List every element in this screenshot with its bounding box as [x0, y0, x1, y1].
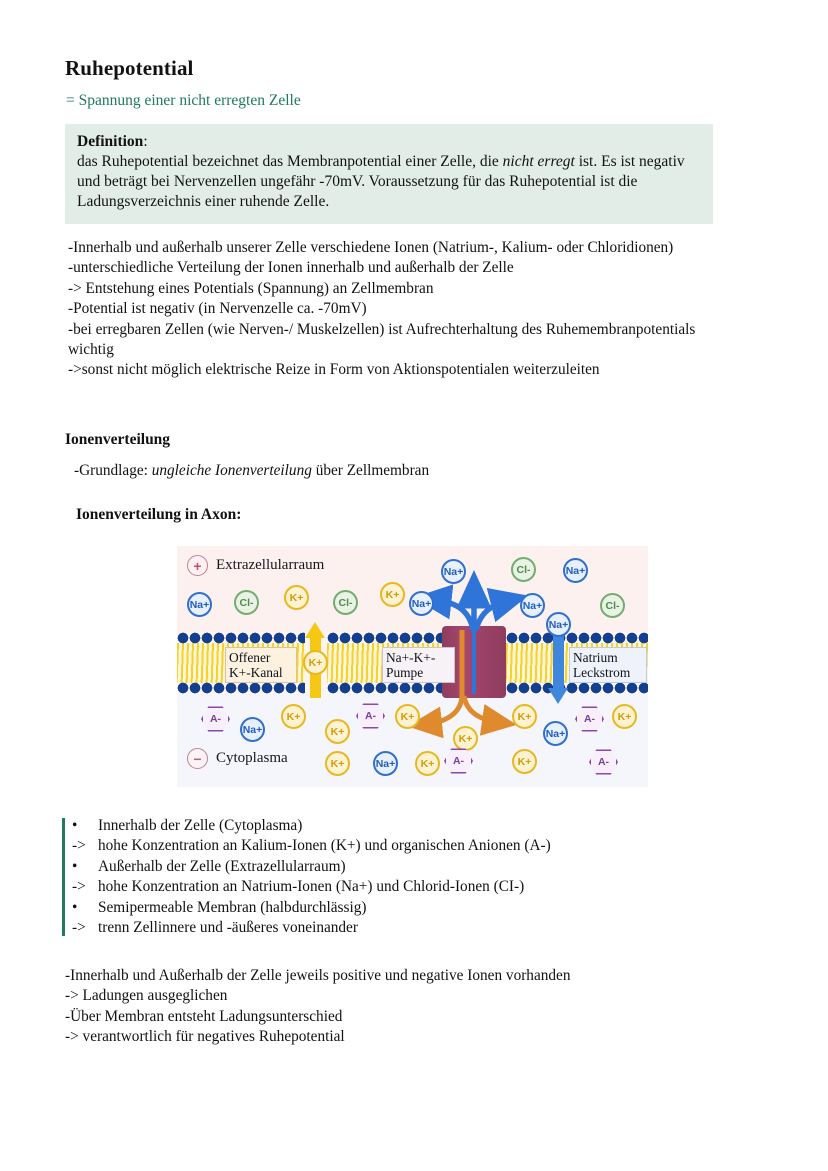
- list-item: -> hohe Konzentration an Natrium-Ionen (N…: [72, 877, 732, 897]
- organic-anion-chip: A-: [356, 703, 385, 729]
- extracellular-label: Extrazellularraum: [216, 557, 325, 573]
- potassium-ion-chip: K+: [380, 582, 405, 607]
- lipid-heads-top: [506, 632, 648, 644]
- potassium-channel-arrow: K+: [303, 622, 328, 698]
- label-open-potassium-channel: Offener K+-Kanal: [225, 647, 297, 684]
- list-item-text: Semipermeable Membran (halbdurchlässig): [98, 898, 367, 916]
- definition-box: Definition: das Ruhepotential bezeichnet…: [65, 124, 713, 225]
- potassium-ion-chip: K+: [612, 704, 637, 729]
- list-marker: •: [72, 857, 78, 875]
- potassium-ion-chip: K+: [284, 585, 309, 610]
- potassium-ion-chip: K+: [453, 726, 478, 751]
- sodium-ion-chip: Na+: [409, 591, 434, 616]
- potassium-ion-chip: K+: [325, 751, 350, 776]
- minus-charge-icon: −: [187, 748, 208, 769]
- sodium-ion-chip: Na+: [373, 751, 398, 776]
- ion-distribution-diagram: K+ Na+ Offener K+-Kanal Na+-K+- Pumpe Na…: [177, 546, 648, 787]
- lipid-heads-bottom: [327, 682, 447, 694]
- note-line: -Über Membran entsteht Ladungsunterschie…: [65, 1007, 343, 1025]
- note-line: -> Ladungen ausgeglichen: [65, 987, 228, 1005]
- plus-charge-icon: +: [187, 555, 208, 576]
- arrow-shaft: [553, 628, 564, 688]
- note-line: -Innerhalb und Außerhalb der Zelle jewei…: [65, 967, 571, 984]
- potassium-ion-chip: K+: [512, 704, 537, 729]
- list-item: • Außerhalb der Zelle (Extrazellularraum): [72, 857, 732, 877]
- list-item-text: trenn Zellinnere und -äußeres voneinande…: [98, 919, 358, 937]
- label-sodium-leak-current: Natrium Leckstrom: [569, 647, 647, 684]
- note-line: -bei erregbaren Zellen (wie Nerven-/ Mus…: [68, 320, 696, 359]
- list-item: -> trenn Zellinnere und -äußeres voneinan…: [72, 918, 732, 938]
- potassium-ion-chip: K+: [303, 650, 328, 675]
- list-item-text: hohe Konzentration an Kalium-Ionen (K+) …: [98, 837, 551, 855]
- list-item-text: Außerhalb der Zelle (Extrazellularraum): [98, 857, 346, 875]
- note-line: -> Entstehung eines Potentials (Spannung…: [68, 279, 434, 297]
- lipid-heads-top: [327, 632, 447, 644]
- note-line: -> verantwortlich für negatives Ruhepote…: [65, 1028, 345, 1046]
- main-notes-paragraph: -Innerhalb und außerhalb unserer Zelle v…: [68, 238, 728, 381]
- grundlage-line: -Grundlage: ungleiche Ionenverteilung üb…: [74, 462, 430, 479]
- sodium-ion-chip: Na+: [187, 592, 212, 617]
- note-line: -unterschiedliche Verteilung der Ionen i…: [68, 259, 514, 277]
- note-line: -Innerhalb und außerhalb unserer Zelle v…: [68, 239, 674, 256]
- list-item-text: hohe Konzentration an Natrium-Ionen (Na+…: [98, 878, 525, 896]
- note-line: ->sonst nicht möglich elektrische Reize …: [68, 361, 600, 379]
- chloride-ion-chip: Cl-: [600, 593, 625, 618]
- list-marker: •: [72, 898, 78, 916]
- page-title: Ruhepotential: [65, 56, 194, 80]
- lipid-heads-top: [177, 632, 305, 644]
- page-subtitle: = Spannung einer nicht erregten Zelle: [66, 92, 301, 109]
- potassium-ion-chip: K+: [512, 749, 537, 774]
- list-marker: •: [72, 817, 78, 834]
- potassium-ion-chip: K+: [415, 751, 440, 776]
- potassium-ion-chip: K+: [325, 719, 350, 744]
- lipid-heads-bottom: [506, 682, 648, 694]
- sodium-ion-chip: Na+: [240, 717, 265, 742]
- list-item: • Semipermeable Membran (halbdurchlässig): [72, 898, 732, 918]
- potassium-ion-chip: K+: [395, 704, 420, 729]
- sodium-ion-chip: Na+: [441, 559, 466, 584]
- final-notes-paragraph: -Innerhalb und Außerhalb der Zelle jewei…: [65, 966, 725, 1048]
- chloride-ion-chip: Cl-: [511, 557, 536, 582]
- sodium-leak-arrow: Na+: [546, 612, 571, 704]
- list-item: -> hohe Konzentration an Kalium-Ionen (K+…: [72, 836, 732, 856]
- chloride-ion-chip: Cl-: [234, 590, 259, 615]
- extracellular-badge-row: + Extrazellularraum: [187, 555, 324, 576]
- definition-emphasis: nicht erregt: [502, 153, 575, 170]
- potassium-ion-chip: K+: [281, 704, 306, 729]
- chloride-ion-chip: Cl-: [333, 590, 358, 615]
- definition-heading: Definition:: [77, 133, 148, 150]
- arrow-head-down: [548, 688, 568, 704]
- list-item: • Innerhalb der Zelle (Cytoplasma): [72, 816, 732, 836]
- sodium-ion-chip: Na+: [543, 721, 568, 746]
- cytoplasm-badge-row: − Cytoplasma: [187, 748, 288, 769]
- cytoplasm-label: Cytoplasma: [216, 750, 288, 766]
- list-marker: ->: [72, 878, 86, 896]
- sodium-ion-chip: Na+: [520, 593, 545, 618]
- organic-anion-chip: A-: [444, 748, 473, 774]
- list-item-text: Innerhalb der Zelle (Cytoplasma): [98, 817, 303, 834]
- label-sodium-potassium-pump: Na+-K+- Pumpe: [382, 647, 455, 684]
- lipid-heads-bottom: [177, 682, 305, 694]
- grundlage-emphasis: ungleiche Ionenverteilung: [151, 462, 312, 479]
- sodium-ion-chip: Na+: [546, 612, 571, 637]
- section-heading-ionenverteilung: Ionenverteilung: [65, 431, 171, 448]
- list-marker: ->: [72, 919, 86, 937]
- sodium-ion-chip: Na+: [563, 558, 588, 583]
- definition-text: das Ruhepotential bezeichnet das Membran…: [77, 153, 685, 211]
- note-line: -Potential ist negativ (in Nervenzelle c…: [68, 300, 367, 318]
- bullet-list: • Innerhalb der Zelle (Cytoplasma) -> hohe …: [62, 816, 732, 938]
- section-subheading-axon: Ionenverteilung in Axon:: [76, 506, 242, 523]
- list-marker: ->: [72, 837, 86, 855]
